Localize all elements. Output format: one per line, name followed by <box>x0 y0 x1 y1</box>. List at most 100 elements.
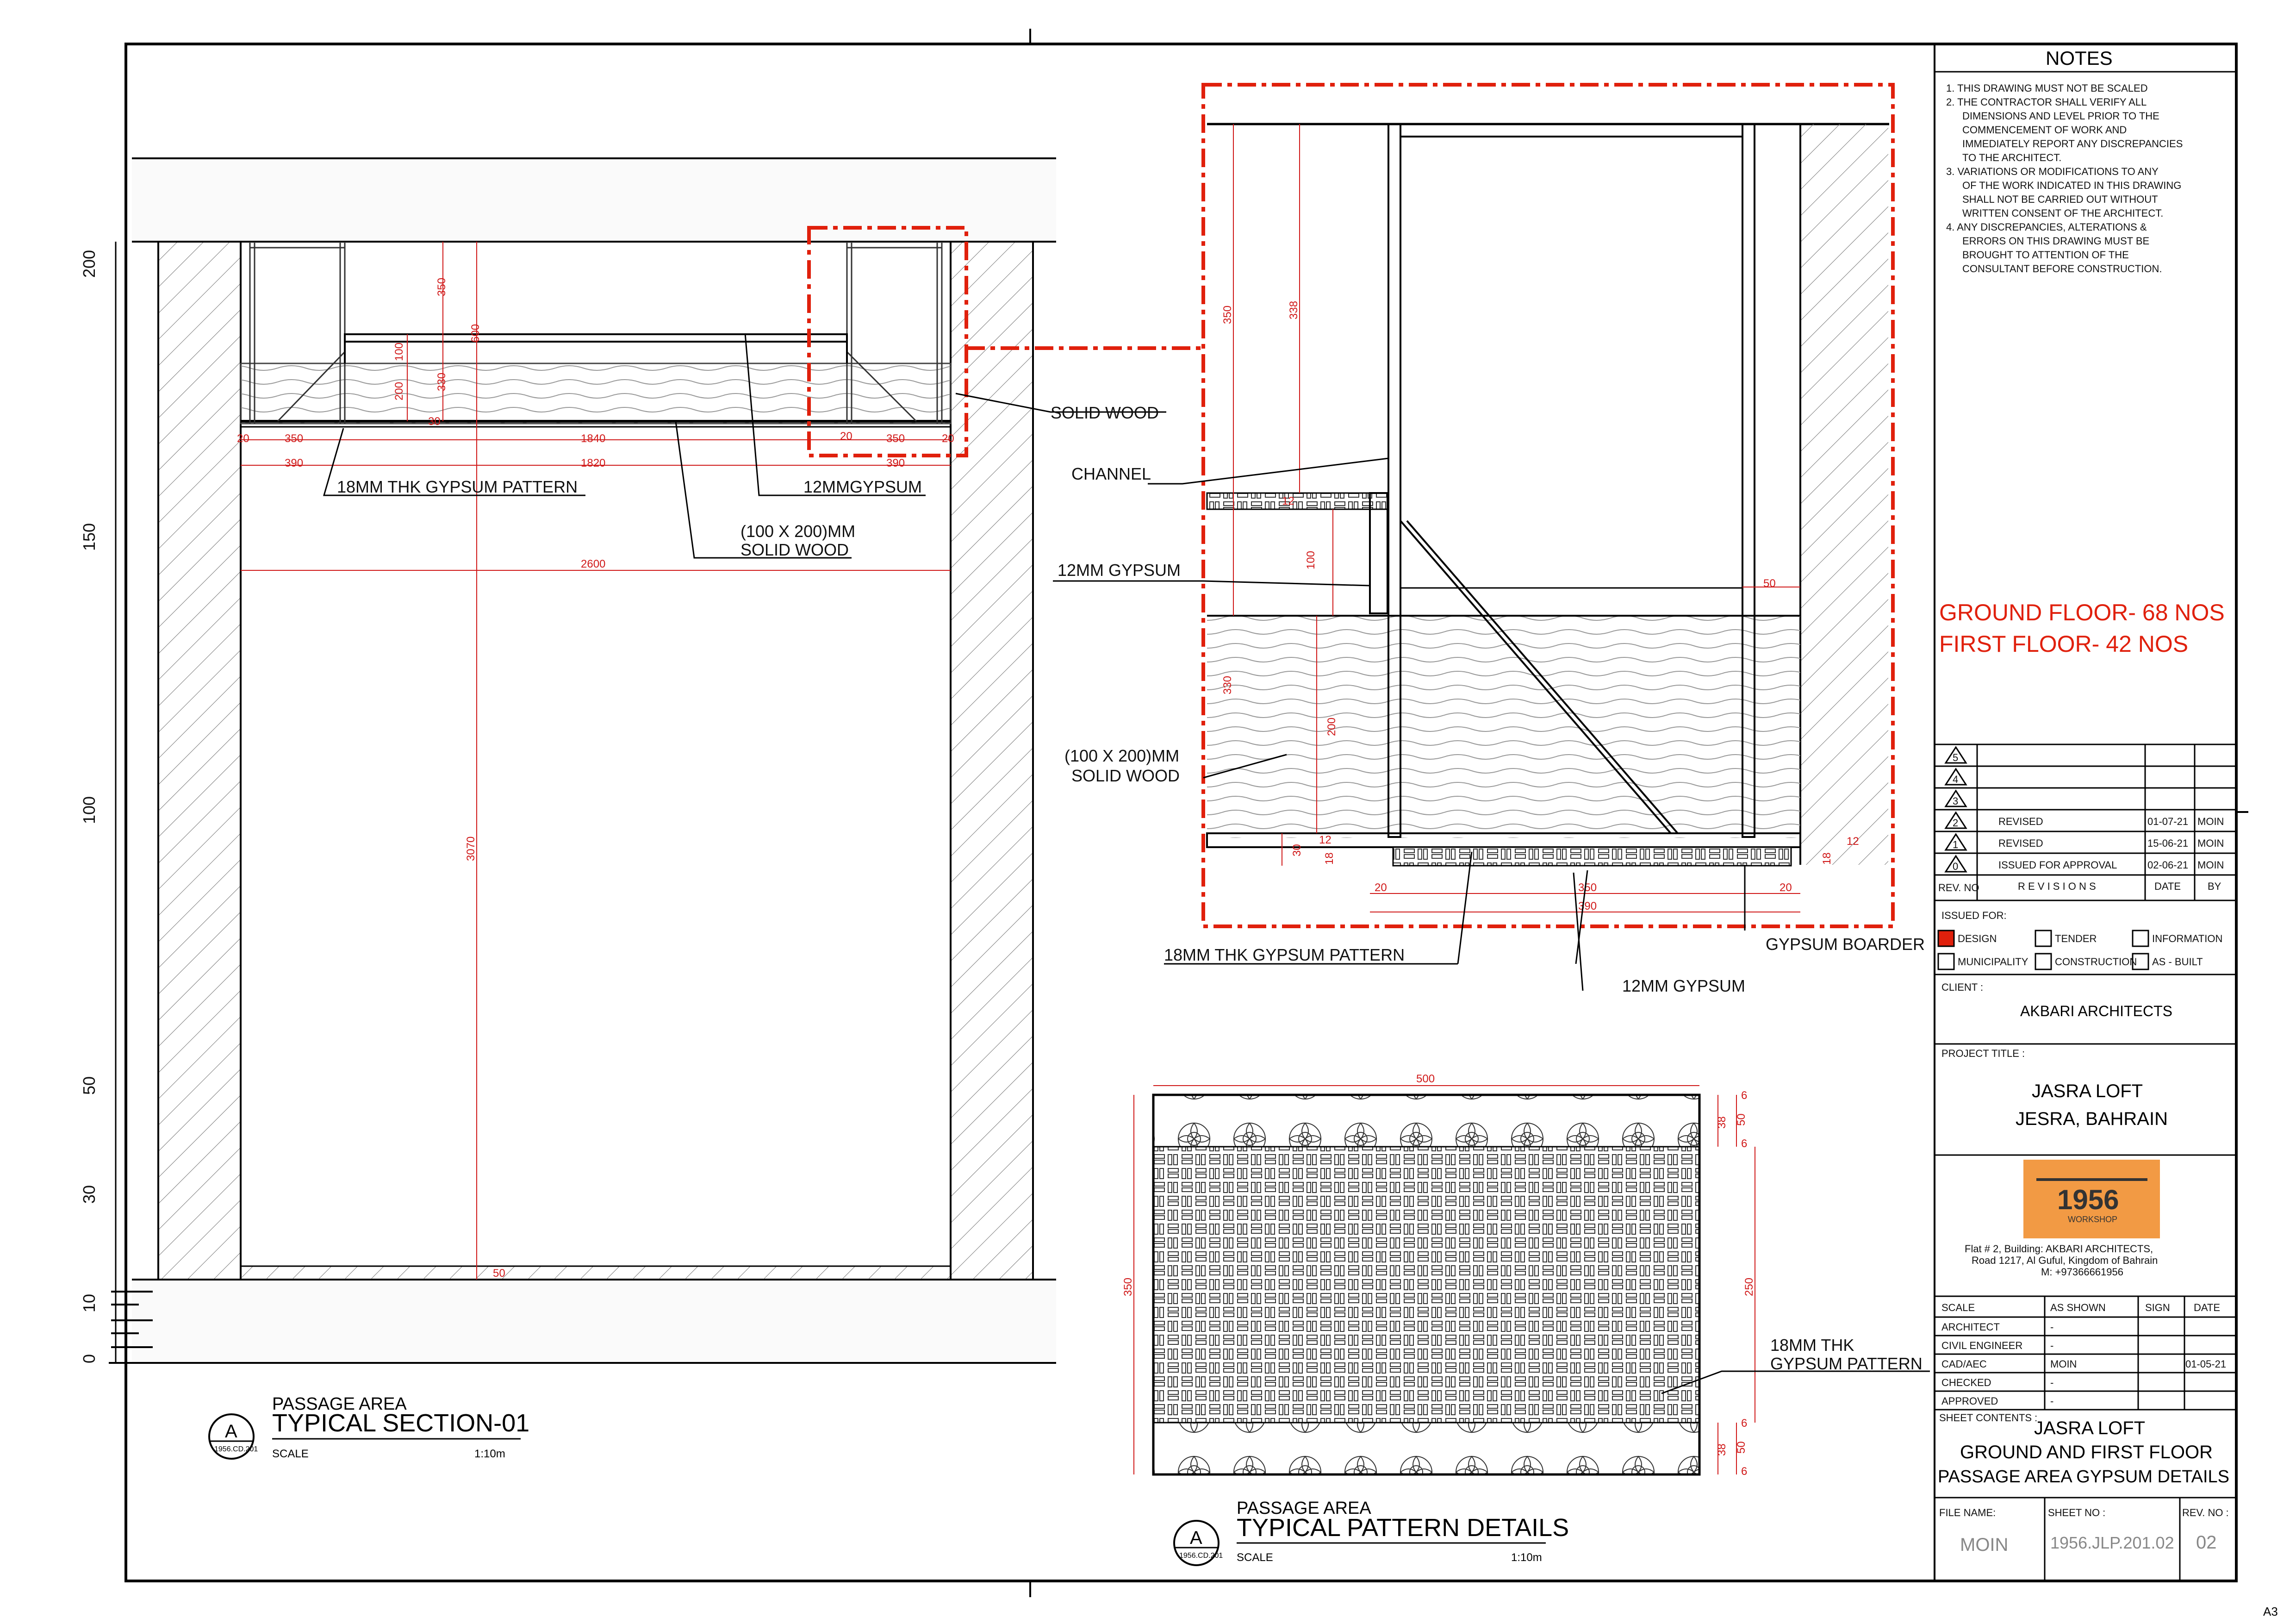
dim-330: 330 <box>436 373 448 391</box>
sheet-contents-line: GROUND AND FIRST FLOOR <box>1960 1442 2213 1462</box>
file-name-label: FILE NAME: <box>1939 1507 1996 1518</box>
revision-by: MOIN <box>2197 816 2224 827</box>
detail-dim-350b: 350 <box>1578 881 1597 894</box>
note-line: TO THE ARCHITECT. <box>1962 152 2061 163</box>
detail-boundary <box>1201 83 1895 928</box>
revision-date: 01-07-21 <box>2147 816 2188 827</box>
option-municipality: MUNICIPALITY <box>1958 956 2028 968</box>
dim-200: 200 <box>393 382 405 400</box>
logo-sub: WORKSHOP <box>2068 1215 2117 1224</box>
dim-1820: 1820 <box>581 457 605 469</box>
revision-no: 1 <box>1953 839 1958 850</box>
revision-row-0: 0 ISSUED FOR APPROVAL 02-06-21 MOIN <box>1944 855 2224 873</box>
detail-label-gypsum-boarder: GYPSUM BOARDER <box>1766 935 1925 954</box>
revision-desc: ISSUED FOR APPROVAL <box>1998 859 2117 871</box>
dim-50: 50 <box>493 1267 505 1280</box>
note-line: 3. VARIATIONS OR MODIFICATIONS TO ANY <box>1946 166 2159 177</box>
sheet-no-label: SHEET NO : <box>2048 1507 2105 1518</box>
detail-label-channel: CHANNEL <box>1071 464 1151 483</box>
note-line: BROUGHT TO ATTENTION OF THE <box>1962 249 2129 261</box>
detail-dim-20b: 20 <box>1780 881 1792 894</box>
revisions-header-date: DATE <box>2154 881 2181 892</box>
note-line: OF THE WORK INDICATED IN THIS DRAWING <box>1962 180 2181 191</box>
solid-wood-band <box>240 362 952 425</box>
note-line: CONSULTANT BEFORE CONSTRUCTION. <box>1962 263 2162 275</box>
revisions-table <box>1935 743 2236 901</box>
section-bubble-letter: A <box>225 1421 237 1442</box>
revisions-header-by: BY <box>2208 881 2221 892</box>
wall-left <box>157 241 242 1280</box>
detail-callout-box <box>807 226 968 457</box>
revision-desc: REVISED <box>1998 837 2043 849</box>
slab-bottom <box>132 1280 1056 1363</box>
notes-list: 1. THIS DRAWING MUST NOT BE SCALED 2. TH… <box>1946 82 2183 275</box>
detail-dim-330: 330 <box>1221 676 1234 694</box>
option-information: INFORMATION <box>2152 933 2222 944</box>
signoff-header: AS SHOWN <box>2050 1302 2106 1313</box>
dim-3070: 3070 <box>465 837 477 861</box>
pattern-dim-50a: 50 <box>1735 1113 1748 1126</box>
checkbox-municipality[interactable] <box>1937 953 1955 970</box>
notes-title: NOTES <box>2046 47 2113 69</box>
pattern-fret-field <box>1152 1146 1700 1424</box>
signoff-name: - <box>2050 1321 2053 1333</box>
note-line: 1. THIS DRAWING MUST NOT BE SCALED <box>1946 82 2148 94</box>
signoff-name: - <box>2050 1340 2053 1351</box>
checkbox-tender[interactable] <box>2035 930 2052 947</box>
detail-label-wood-size: (100 X 200)MM <box>1064 746 1179 765</box>
checkbox-as-built[interactable] <box>2132 953 2149 970</box>
pattern-dim-6c: 6 <box>1741 1417 1747 1430</box>
option-tender: TENDER <box>2055 933 2097 944</box>
checkbox-information[interactable] <box>2132 930 2149 947</box>
section-scale: 1:10m <box>474 1448 505 1460</box>
signoff-role: ARCHITECT <box>1941 1321 2000 1333</box>
pattern-label-line1: 18MM THK <box>1770 1336 1854 1355</box>
detail-dim-200: 200 <box>1325 718 1338 736</box>
scale-tick-50: 50 <box>80 1076 99 1095</box>
dim-390b: 390 <box>886 457 905 469</box>
checkbox-design[interactable] <box>1937 930 1955 947</box>
scale-tick-0: 0 <box>80 1354 99 1363</box>
checkbox-construction[interactable] <box>2035 953 2052 970</box>
pattern-dim-38b: 38 <box>1716 1443 1728 1456</box>
dim-350b: 350 <box>285 432 303 445</box>
section-scale-label: SCALE <box>272 1448 309 1460</box>
dim-1840: 1840 <box>581 432 605 445</box>
revision-row-3: 3 <box>1944 789 1967 807</box>
revision-desc: REVISED <box>1998 816 2043 827</box>
pattern-dim-500: 500 <box>1416 1073 1435 1085</box>
pattern-dim-6b: 6 <box>1741 1137 1747 1150</box>
revision-no: 4 <box>1953 774 1958 785</box>
pattern-title: TYPICAL PATTERN DETAILS <box>1237 1514 1569 1542</box>
note-line: 4. ANY DISCREPANCIES, ALTERATIONS & <box>1946 221 2147 233</box>
scale-tick-150: 150 <box>80 523 99 551</box>
revision-by: MOIN <box>2197 859 2224 871</box>
revisions-header-no: REV. NO <box>1938 882 1979 893</box>
qty-first-floor: FIRST FLOOR- 42 NOS <box>1939 631 2188 657</box>
dim-100: 100 <box>393 343 405 361</box>
client-label: CLIENT : <box>1941 981 1983 993</box>
pattern-label-line2: GYPSUM PATTERN <box>1770 1354 1923 1373</box>
note-line: SHALL NOT BE CARRIED OUT WITHOUT <box>1962 194 2158 205</box>
detail-dim-30: 30 <box>1291 844 1303 856</box>
label-wood-size: (100 X 200)MM <box>740 522 855 541</box>
file-name: MOIN <box>1960 1535 2008 1555</box>
note-line: COMMENCEMENT OF WORK AND <box>1962 124 2127 136</box>
option-construction: CONSTRUCTION <box>2055 956 2137 968</box>
revision-no: 0 <box>1953 861 1958 872</box>
title-block: NOTES 1. THIS DRAWING MUST NOT BE SCALED… <box>1934 44 2236 1581</box>
label-wood-name: SOLID WOOD <box>740 540 849 559</box>
project-name: JASRA LOFT <box>2032 1081 2143 1101</box>
revision-no: 3 <box>1953 795 1958 807</box>
dim-20c: 20 <box>942 432 954 445</box>
signoff-role: CIVIL ENGINEER <box>1941 1340 2022 1351</box>
issued-for-label: ISSUED FOR: <box>1941 910 2007 921</box>
signoff-name: - <box>2050 1395 2053 1407</box>
revision-no: 5 <box>1953 752 1958 763</box>
revision-row-4: 4 <box>1944 768 1967 786</box>
sheet-contents-line: JASRA LOFT <box>2034 1418 2145 1438</box>
scale-tick-100: 100 <box>80 796 99 824</box>
dim-20a: 20 <box>237 432 249 445</box>
revision-date: 02-06-21 <box>2147 859 2188 871</box>
